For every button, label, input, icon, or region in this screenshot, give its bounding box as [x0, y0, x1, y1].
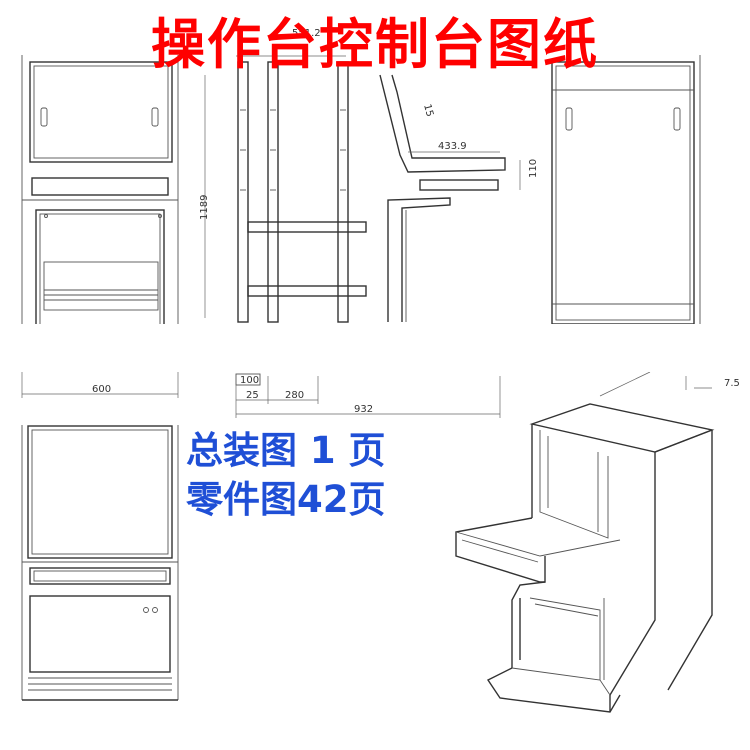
dimension-band: 600 100 25 280 932 7.5: [21, 371, 740, 418]
dim-top-width: 551.2: [292, 28, 321, 39]
dim-total-depth: 932: [354, 404, 373, 415]
dim-seg1: 100: [240, 375, 259, 386]
dim-small-height: 110: [528, 159, 539, 178]
dim-front-width: 600: [92, 384, 111, 395]
side-profile-view: 433.9 15 110: [379, 74, 539, 322]
dim-height: 1189: [199, 195, 210, 220]
dim-angle-small: 7.5: [724, 378, 740, 389]
front-view-top: [21, 55, 179, 326]
dim-seg3: 280: [285, 390, 304, 401]
dim-depth: 433.9: [438, 141, 467, 152]
front-elevation-view: [21, 425, 179, 701]
isometric-view: [455, 403, 715, 713]
parts-pages-label: 零件图42页: [186, 478, 386, 521]
image-gap: [0, 324, 750, 372]
dim-seg2: 25: [246, 390, 259, 401]
dim-slope: 15: [421, 103, 435, 118]
side-frame-view: 551.2 1189: [199, 28, 367, 323]
assembly-pages-label: 总装图 1 页: [186, 429, 386, 472]
page-title: 操作台控制台图纸: [151, 13, 599, 76]
right-elevation-view: [551, 55, 701, 325]
